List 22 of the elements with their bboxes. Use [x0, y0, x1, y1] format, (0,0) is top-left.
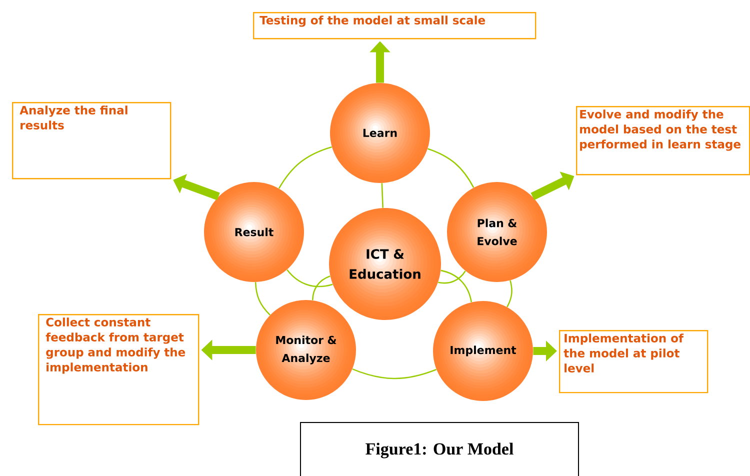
- text-box: Testing of the model at small scale: [253, 12, 536, 40]
- connector-line: [278, 146, 332, 189]
- connector-line: [381, 183, 384, 208]
- connector-line: [254, 282, 270, 316]
- connector-line: [286, 269, 333, 288]
- connector-line: [312, 275, 330, 300]
- connector-line: [440, 270, 472, 302]
- text-box: Implementation of the model at pilot level: [559, 330, 708, 394]
- sphere-node: ICT & Education: [329, 208, 441, 320]
- sphere-node: Implement: [433, 300, 533, 401]
- connector-line: [438, 270, 466, 284]
- text-box: Collect constant feedback from target group and modify the implementation: [38, 314, 200, 426]
- caption-box: Figure1: Our Model: [300, 422, 579, 476]
- sphere-node: Learn: [330, 83, 430, 183]
- connector-line: [506, 280, 512, 308]
- sphere-node: Monitor & Analyze: [256, 300, 356, 400]
- sphere-node: Plan & Evolve: [447, 182, 547, 282]
- text-box: Analyze the final results: [12, 102, 172, 180]
- sphere-node: Result: [204, 182, 304, 282]
- connector-line: [352, 368, 437, 380]
- connector-line: [427, 148, 474, 188]
- text-box: Evolve and modify the model based on the test performed in learn stage: [576, 106, 750, 176]
